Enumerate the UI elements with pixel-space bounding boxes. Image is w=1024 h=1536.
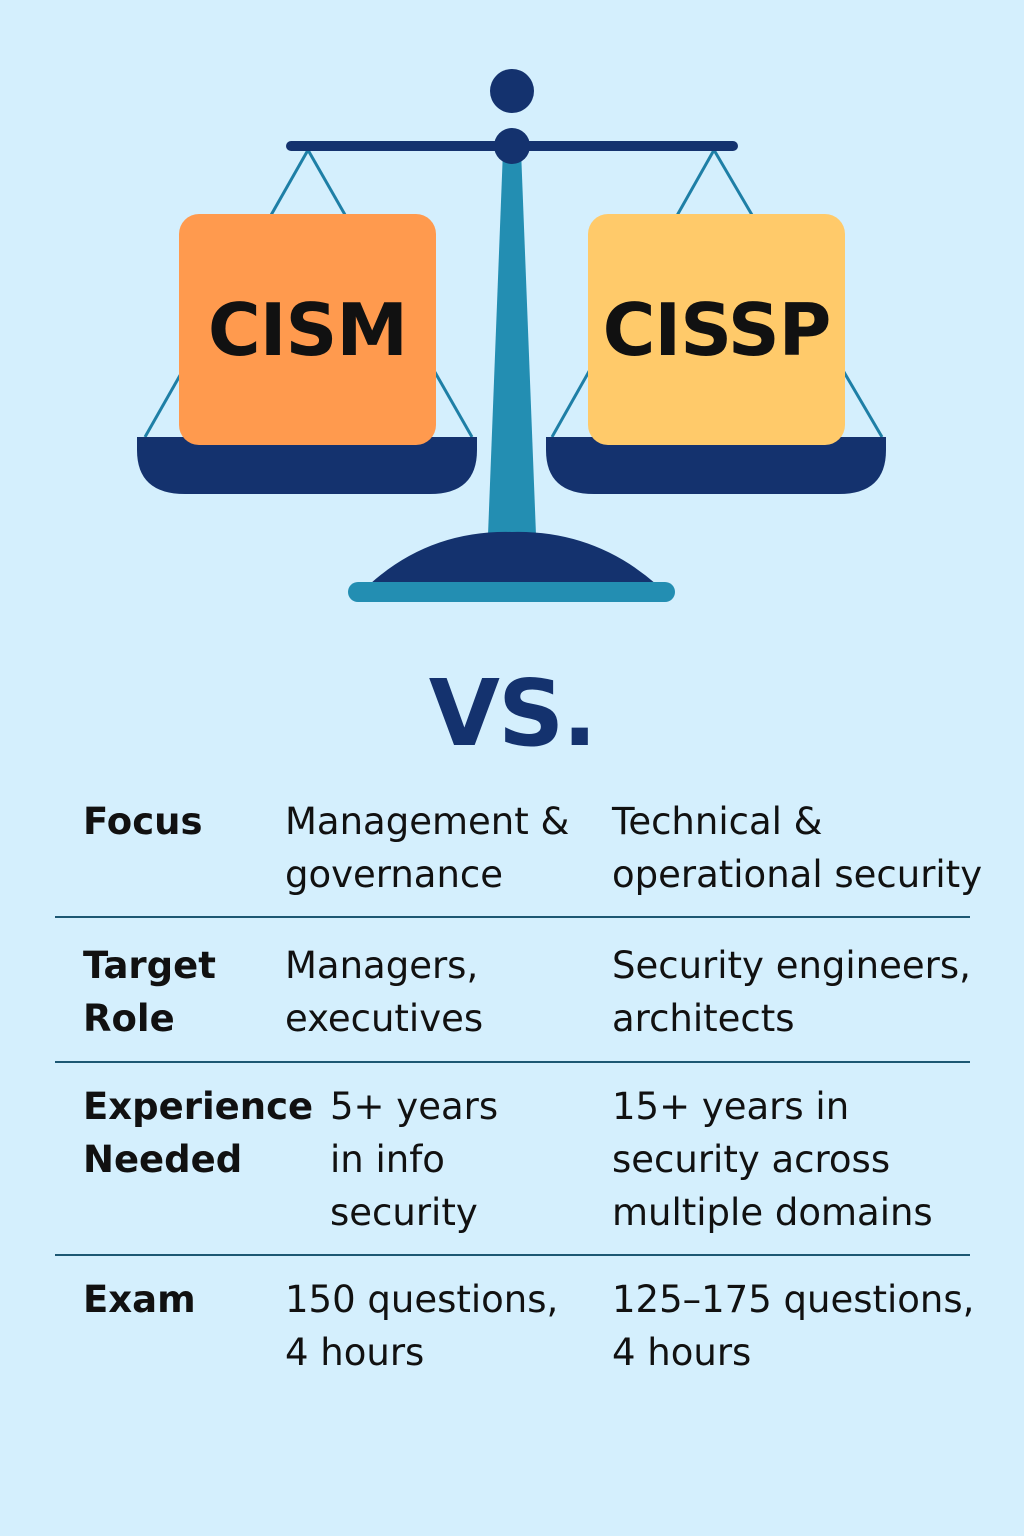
cissp-focus: Technical & operational security [612,800,983,896]
scale-base-plate [348,582,675,602]
cism-label: CISM [207,287,408,372]
right-pan [546,437,886,494]
scale-pillar [488,150,536,535]
cissp-exam: 125–175 questions, 4 hours [612,1278,975,1374]
vs-heading: VS. [428,660,597,767]
balance-scale-illustration [137,69,886,602]
cissp-target-role: Security engineers, architects [612,944,971,1040]
row-divider [55,1061,970,1063]
cism-exam: 150 questions, 4 hours [285,1278,559,1374]
left-pan [137,437,477,494]
cism-experience: 5+ years in info security [330,1085,499,1234]
row-divider [55,916,970,918]
scale-top-knob [490,69,534,113]
cissp-label: CISSP [602,287,832,372]
row-label-focus: Focus [83,800,203,843]
cissp-experience: 15+ years in security across multiple do… [612,1085,933,1234]
cism-box: CISM [179,214,436,445]
cissp-box: CISSP [588,214,845,445]
row-label-target-role: Target Role [83,944,216,1040]
cism-focus: Management & governance [285,800,570,896]
row-divider [55,1254,970,1256]
cism-target-role: Managers, executives [285,944,484,1040]
scale-base-dome [370,531,656,584]
scale-pivot [494,128,530,164]
row-label-experience: Experience Needed [83,1085,314,1181]
row-label-exam: Exam [83,1278,196,1321]
